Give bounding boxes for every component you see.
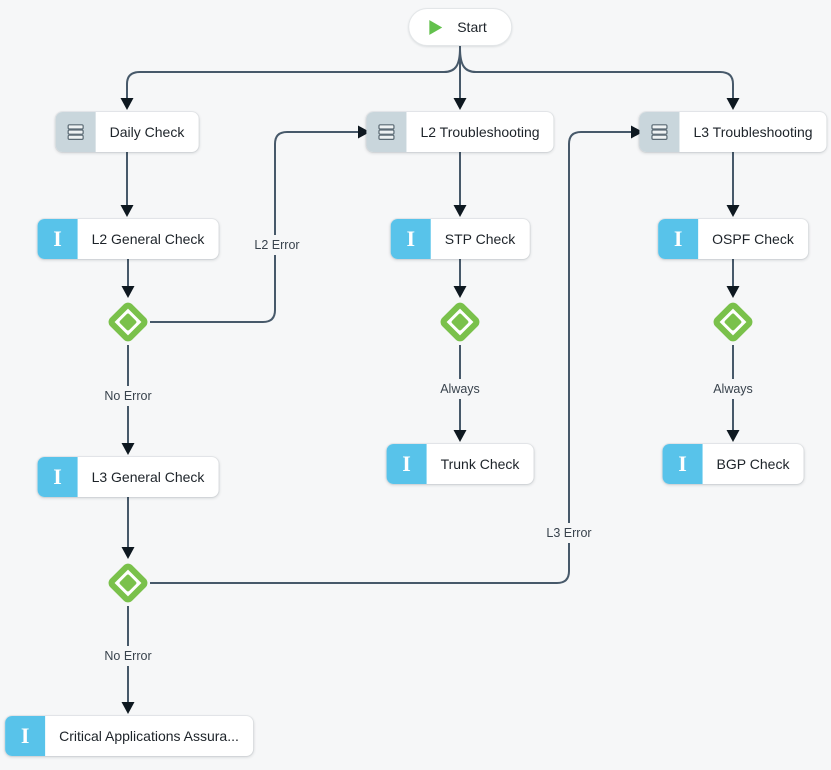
node-label: STP Check [444,231,516,247]
stack-icon [366,112,407,152]
arrowhead [120,98,134,110]
arrowhead [726,430,740,442]
arrowhead [121,547,135,559]
edge-label-always-right: Always [707,379,759,399]
play-icon [429,19,443,35]
node-label: Daily Check [109,124,185,140]
edge-label-no-error-1: No Error [98,386,158,406]
node-label: L2 Troubleshooting [420,124,540,140]
decision-node-1[interactable] [105,299,151,345]
node-stp-check[interactable]: I STP Check [390,219,530,259]
arrowhead [121,286,135,298]
node-l2-troubleshooting[interactable]: L2 Troubleshooting [366,112,554,152]
arrowhead [453,205,467,217]
decision-node-mid[interactable] [437,299,483,345]
arrowhead [453,430,467,442]
node-bgp-check[interactable]: I BGP Check [662,444,804,484]
edge-label-always-mid: Always [434,379,486,399]
node-label: BGP Check [716,456,790,472]
edge-decision2-to-l3troubleshooting [150,131,631,584]
arrowhead [120,205,134,217]
info-icon: I [662,444,703,484]
node-trunk-check[interactable]: I Trunk Check [386,444,534,484]
decision-node-right[interactable] [710,299,756,345]
node-l2-general-check[interactable]: I L2 General Check [37,219,219,259]
node-ospf-check[interactable]: I OSPF Check [658,219,808,259]
info-icon: I [658,219,699,259]
info-icon: I [390,219,431,259]
stack-icon [55,112,96,152]
arrowhead [631,125,643,139]
arrowhead [453,98,467,110]
info-icon: I [5,716,46,756]
node-l3-general-check[interactable]: I L3 General Check [37,457,219,497]
edge-decision1-to-l2troubleshooting [150,131,358,323]
node-start[interactable]: Start [408,8,512,46]
info-icon: I [37,219,78,259]
diamond-icon [711,300,755,344]
node-label: OSPF Check [712,231,794,247]
arrowhead [726,205,740,217]
arrowhead [121,702,135,714]
diamond-icon [438,300,482,344]
arrowhead [726,286,740,298]
diamond-icon [106,300,150,344]
arrowhead [121,443,135,455]
node-label: Trunk Check [440,456,520,472]
edge-label-l2-error: L2 Error [248,235,306,255]
node-label: L3 General Check [91,469,205,485]
instruction-glyph: I [402,451,411,476]
arrowhead [726,98,740,110]
edge-label-l3-error: L3 Error [540,523,598,543]
node-label: Start [457,19,487,35]
instruction-glyph: I [53,464,62,489]
edge-start-fork-left [126,47,461,98]
instruction-glyph: I [20,723,30,748]
info-icon: I [37,457,78,497]
node-label: L2 General Check [91,231,205,247]
info-icon: I [386,444,427,484]
arrowhead [453,286,467,298]
instruction-glyph: I [678,451,687,476]
stack-icon [639,112,680,152]
edge-start-fork-right [459,47,734,98]
node-daily-check[interactable]: Daily Check [55,112,199,152]
node-label: L3 Troubleshooting [693,124,813,140]
decision-node-2[interactable] [105,560,151,606]
node-critical-applications-assurance[interactable]: I Critical Applications Assura... [5,716,253,756]
node-label: Critical Applications Assura... [59,728,239,744]
instruction-glyph: I [406,226,416,251]
edge-label-no-error-2: No Error [98,646,158,666]
arrowhead [358,125,370,139]
node-l3-troubleshooting[interactable]: L3 Troubleshooting [639,112,827,152]
instruction-glyph: I [53,226,62,251]
diamond-icon [106,561,150,605]
instruction-glyph: I [673,226,683,251]
